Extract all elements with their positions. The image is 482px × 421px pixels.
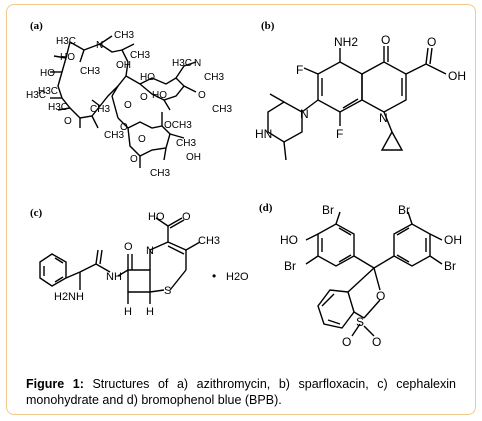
atom-label: H3C [172, 58, 192, 69]
atom-label: HO [60, 52, 75, 63]
atom-label: O [130, 154, 138, 165]
atom-label: • [212, 269, 216, 283]
atom-label: O [120, 122, 128, 133]
atom-label: Br [322, 203, 334, 217]
atom-label: HO [152, 90, 167, 101]
atom-label: CH3 [198, 235, 220, 247]
atom-label: N [379, 111, 388, 125]
atom-label: Br [284, 259, 296, 273]
atom-label: O [376, 289, 385, 303]
atom-label: H3C [38, 86, 58, 97]
figure-caption: Figure 1: Structures of a) azithromycin,… [26, 376, 456, 408]
atom-label: HO [280, 233, 298, 247]
atom-label: HO [148, 211, 165, 223]
atom-label: N [96, 40, 103, 51]
panel-label-c: (c) [30, 207, 43, 219]
atom-label: F [296, 63, 303, 77]
atom-label: Br [444, 259, 456, 273]
atom-label: H3C [56, 36, 76, 47]
atom-label: H3C [26, 90, 46, 101]
atom-label: OH [448, 69, 466, 83]
atom-label: CH3 [104, 130, 124, 141]
atom-label: O [427, 35, 436, 49]
caption-text: Structures of a) azithromycin, b) sparfl… [26, 377, 456, 407]
atom-label: HN [255, 127, 272, 141]
atom-label: CH3 [114, 30, 134, 41]
atom-label: CH3 [80, 66, 100, 77]
structure-sparfloxacin: NH2 O F OH O N N HN F [255, 33, 466, 161]
atom-label: OH [186, 152, 201, 163]
atom-label: HO [140, 72, 155, 83]
atom-label: O [138, 134, 146, 145]
atom-label: H2N [54, 291, 76, 303]
atom-label: CH3 [176, 138, 196, 149]
atom-label: O [140, 92, 148, 103]
panel-label-a: (a) [30, 20, 43, 32]
structure-cephalexin: HO O O N CH3 NH H H S H2N H • H2O [39, 211, 249, 318]
panel-label-d: (d) [259, 202, 273, 214]
atom-label: CH3 [204, 72, 224, 83]
atom-label: H [124, 306, 132, 318]
atom-label: CH3 [90, 104, 110, 115]
atom-label: F [336, 127, 343, 141]
atom-label: OH [444, 233, 462, 247]
atom-label: CH3 [130, 50, 150, 61]
atom-label: H2O [226, 271, 249, 283]
atom-label: O [381, 33, 390, 47]
atom-label: S [356, 315, 364, 329]
caption-label: Figure 1: [26, 377, 84, 391]
atom-label: O [182, 211, 191, 223]
atom-label: NH [106, 271, 122, 283]
atom-label: H3C [48, 102, 68, 113]
atom-label: NH2 [334, 35, 358, 49]
atom-label: N [146, 245, 154, 257]
panel-label-b: (b) [261, 20, 275, 32]
atom-label: OH [116, 60, 131, 71]
structure-bromophenol-blue: Br Br HO OH Br Br O S O O [280, 203, 462, 349]
atom-label: O [124, 241, 133, 253]
atom-label: OCH3 [164, 120, 192, 131]
atom-label: HO [40, 68, 55, 79]
atom-label: Br [398, 203, 410, 217]
atom-label: S [164, 285, 171, 297]
atom-label: H [76, 291, 84, 303]
atom-label: N [194, 58, 201, 69]
structure-azithromycin: H3C HO CH3 N HO CH3 OH H3C H3C N CH3 O H… [26, 30, 232, 179]
atom-label: O [124, 100, 132, 111]
atom-label: O [342, 335, 351, 349]
atom-label: H [146, 306, 154, 318]
atom-label: CH3 [212, 104, 232, 115]
atom-label: CH3 [150, 168, 170, 179]
atom-label: O [372, 335, 381, 349]
atom-label: O [198, 90, 206, 101]
atom-label: N [300, 107, 309, 121]
figure-frame [6, 4, 476, 415]
atom-label: O [64, 116, 72, 127]
